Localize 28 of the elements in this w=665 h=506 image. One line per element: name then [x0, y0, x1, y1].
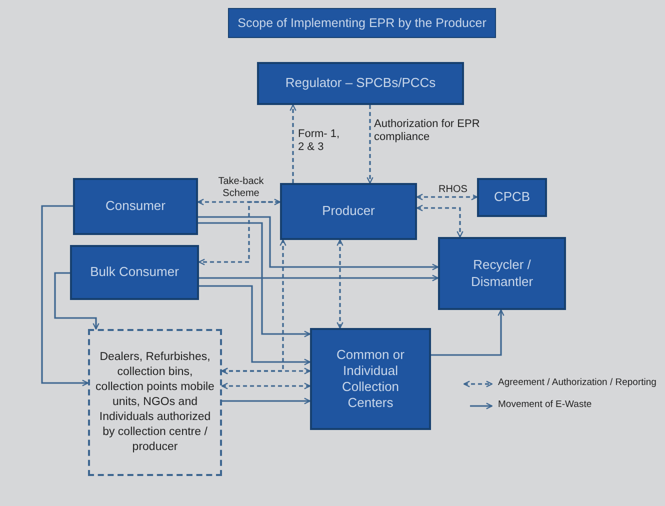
process-box: CPCB — [477, 178, 547, 217]
arrow — [198, 216, 439, 270]
process-box: Regulator – SPCBs/PCCs — [257, 62, 464, 105]
dashed-arrow — [416, 194, 478, 200]
dashed-arrow — [198, 201, 280, 266]
arrow — [41, 205, 89, 386]
dashed-arrow — [290, 104, 296, 183]
arrow — [222, 398, 311, 404]
arrow — [198, 222, 311, 338]
dashed-group-box: Dealers, Refurbishes, collection bins, collection points mobile units, NGOs and Individuals authorized by collection centre / producer — [88, 329, 222, 476]
arrow — [431, 309, 504, 356]
legend-text: Agreement / Authorization / Reporting — [498, 377, 656, 388]
arrow — [199, 285, 311, 366]
arrow — [199, 274, 439, 282]
title-banner: Scope of Implementing EPR by the Producer — [228, 8, 496, 38]
dashed-arrow — [221, 382, 311, 390]
process-box: Consumer — [73, 178, 198, 235]
dashed-arrow — [197, 198, 281, 206]
process-box: Producer — [280, 183, 417, 240]
legend-text: Movement of E-Waste — [498, 399, 592, 410]
dashed-arrow — [416, 204, 464, 238]
process-box: Bulk Consumer — [70, 245, 199, 300]
arrow — [54, 272, 100, 330]
process-box: Common or Individual Collection Centers — [310, 328, 431, 430]
dashed-arrow — [336, 239, 344, 329]
dashed-arrow — [221, 368, 311, 374]
process-box: Recycler / Dismantler — [438, 237, 566, 310]
dashed-arrow — [366, 105, 374, 184]
